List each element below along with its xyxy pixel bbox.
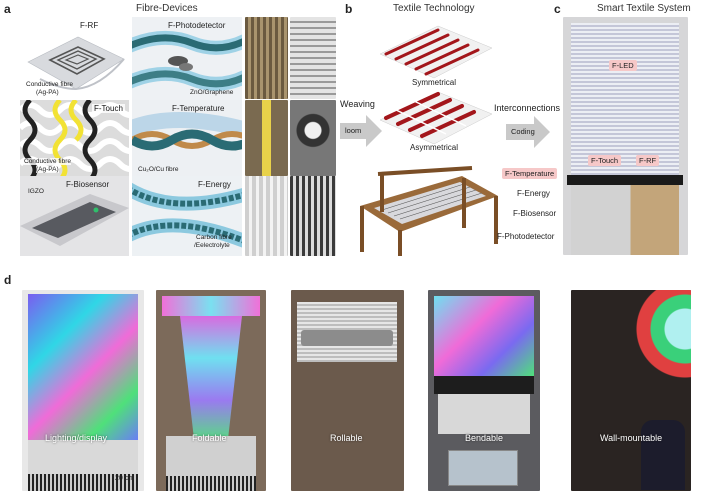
f-energy-material-2: /Eelectrolyte: [194, 242, 230, 249]
panel-d-letter: d: [4, 273, 12, 287]
caption-foldable: Foldable: [192, 433, 227, 443]
f-touch-fibre-label-2: (Ag-PA): [36, 166, 59, 173]
panel-b-title: Textile Technology: [393, 3, 475, 14]
f-energy-name: F-Energy: [198, 180, 231, 189]
f-rf-fibre-label-2: (Ag-PA): [36, 89, 59, 96]
panel-a-title: Fibre-Devices: [136, 3, 198, 14]
f-energy-tile: F-Energy Carbon fibre /Eelectrolyte: [132, 176, 242, 256]
photo-bendable: [428, 290, 540, 491]
textile-black-band: [567, 175, 683, 185]
photo-wall-mountable: [571, 290, 691, 491]
caption-bendable: Bendable: [465, 433, 504, 443]
textile-lower-fabric: [571, 185, 679, 255]
loom-label: loom: [345, 126, 362, 135]
f-photodetector-illustration: [132, 17, 242, 103]
f-temperature-tile: F-Temperature Cu₂O/Cu fibre: [132, 100, 242, 178]
f-biosensor-illustration: [20, 176, 129, 256]
c-f-temperature-label: F-Temperature: [502, 168, 558, 179]
f-energy-material-1: Carbon fibre: [196, 234, 232, 241]
f-energy-illustration: [132, 176, 242, 256]
asymmetrical-label: Asymmetrical: [410, 143, 459, 152]
f-rf-name: F-RF: [80, 21, 99, 30]
panel-b-letter: b: [345, 2, 353, 16]
weaving-label: Weaving: [340, 99, 375, 109]
f-temperature-material: Cu₂O/Cu fibre: [138, 166, 179, 173]
photo-foldable: [156, 290, 266, 491]
coding-label: Coding: [511, 127, 535, 136]
loom-illustration: [360, 166, 498, 256]
caption-wall-mountable: Wall-mountable: [600, 433, 663, 443]
led-textile-area: [571, 23, 679, 175]
c-f-biosensor-label: F-Biosensor: [513, 209, 557, 218]
f-photodetector-tile: F-Photodetector ZnO/Graphene: [132, 17, 242, 103]
c-f-rf-label: F-RF: [636, 155, 660, 166]
f-biosensor-material: IGZO: [28, 188, 44, 195]
f-biosensor-tile: F-Biosensor IGZO: [20, 176, 129, 256]
photo-rollable: [291, 290, 404, 491]
f-rf-fibre-label-1: Conductive fibre: [26, 81, 73, 88]
photo-lighting-display: [22, 290, 144, 491]
f-temperature-illustration: [132, 100, 242, 178]
f-rf-illustration: [27, 36, 125, 91]
c-f-energy-label: F-Energy: [517, 189, 550, 198]
interconnections-arrow-icon: [506, 116, 550, 148]
caption-rollable: Rollable: [330, 433, 363, 443]
photo-photodetector-fabric: [290, 17, 336, 99]
f-led-label: F-LED: [609, 60, 637, 71]
f-photodetector-material: ZnO/Graphene: [190, 89, 234, 96]
symmetrical-label: Symmetrical: [412, 78, 457, 87]
c-f-touch-label: F-Touch: [588, 155, 622, 166]
f-rf-tile: F-RF Conductive fibre (Ag-PA): [20, 17, 129, 103]
photo-temperature-fabric: [290, 100, 336, 176]
caption-lighting-display: Lighting/display: [45, 433, 108, 443]
f-touch-name: F-Touch: [92, 104, 125, 113]
interconnections-label: Interconnections: [494, 103, 561, 113]
weaving-arrow-icon: [340, 115, 382, 147]
weave-structures-illustration: [379, 25, 493, 145]
smart-textile-photo: [563, 17, 688, 255]
f-photodetector-name: F-Photodetector: [168, 21, 226, 30]
photo-rf-fabric: [245, 17, 288, 99]
c-f-photodetector-label: F-Photodetector: [497, 232, 555, 241]
f-touch-tile: F-Touch Conductive fibre (Ag-PA): [20, 100, 129, 178]
f-touch-fibre-label-1: Conductive fibre: [24, 158, 71, 165]
photo-energy-fabric: [290, 176, 336, 256]
f-biosensor-name: F-Biosensor: [66, 180, 110, 189]
photo-touch-fabric: [245, 100, 288, 176]
panel-c-letter: c: [554, 2, 561, 16]
f-temperature-name: F-Temperature: [172, 104, 225, 113]
panel-c-title: Smart Textile System: [597, 3, 691, 14]
photo-biosensor-fabric: [245, 176, 288, 256]
scale-bar-label: 20 cm: [115, 475, 135, 482]
panel-a-letter: a: [4, 2, 11, 16]
